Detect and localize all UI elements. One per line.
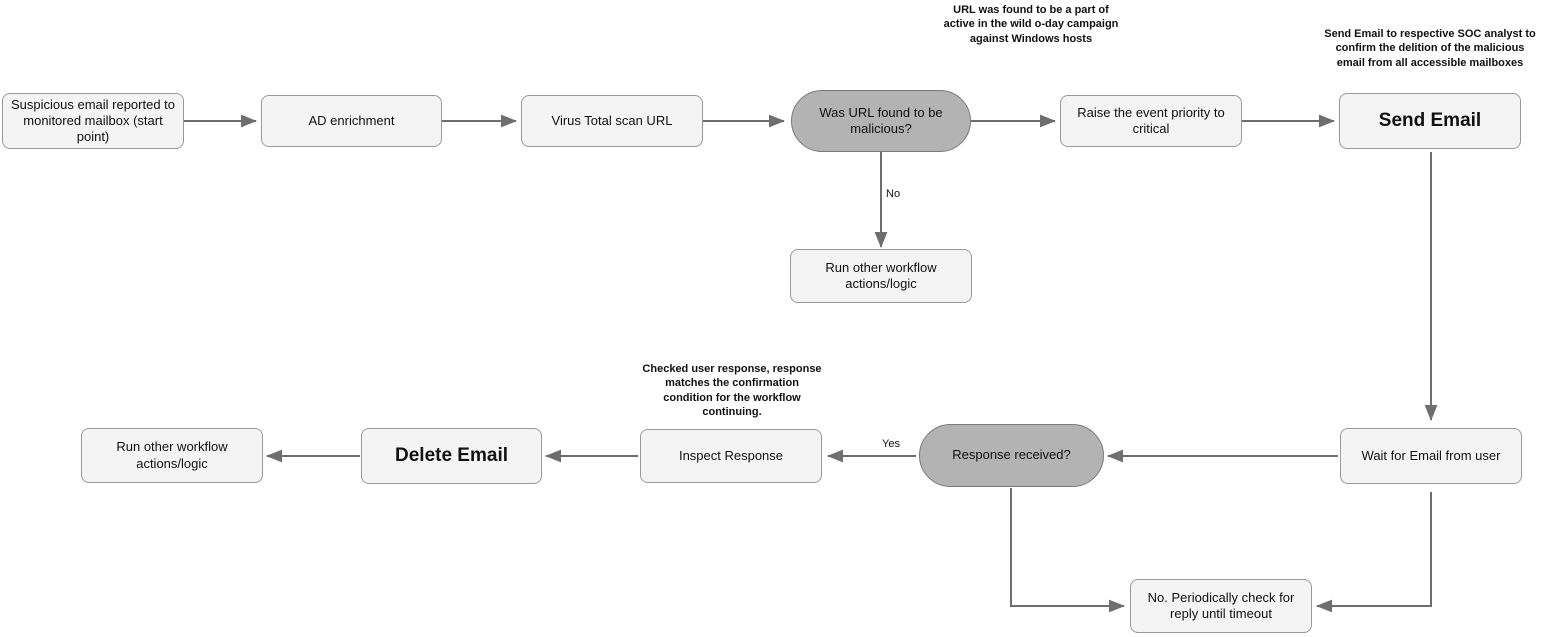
node-run-other-workflow-2[interactable]: Run other workflow actions/logic [81,428,263,483]
edge-wait-to-periodic [1316,492,1432,613]
node-inspect-response[interactable]: Inspect Response [640,429,822,483]
node-run-other-workflow-2-label: Run other workflow actions/logic [116,439,228,471]
node-url-malicious-decision[interactable]: Was URL found to be malicious? [791,90,971,152]
node-inspect-response-label: Inspect Response [678,447,784,463]
node-url-malicious-decision-label: Was URL found to be malicious? [819,104,943,136]
edge-response-no-to-periodic [1010,488,1125,613]
node-periodic-check-label: No. Periodically check for reply until t… [1147,589,1295,621]
note-zeroday-campaign: URL was found to be a part of active in … [943,4,1119,45]
node-send-email-label: Send Email [1378,110,1482,132]
node-send-email[interactable]: Send Email [1339,93,1521,149]
node-raise-priority-label: Raise the event priority to critical [1077,104,1225,136]
node-ad-enrichment[interactable]: AD enrichment [261,95,442,147]
edge-label-yes: Yes [882,438,900,450]
node-delete-email[interactable]: Delete Email [361,428,542,484]
node-delete-email-label: Delete Email [395,445,508,467]
node-raise-priority[interactable]: Raise the event priority to critical [1060,95,1242,147]
node-wait-for-email-label: Wait for Email from user [1361,447,1501,463]
note-soc-analyst: Send Email to respective SOC analyst to … [1324,28,1536,69]
node-start[interactable]: Suspicious email reported to monitored m… [2,93,184,149]
node-periodic-check[interactable]: No. Periodically check for reply until t… [1130,579,1312,633]
node-response-received-decision-label: Response received? [952,447,1071,463]
note-checked-user-response: Checked user response, response matches … [642,363,822,418]
node-virustotal-scan[interactable]: Virus Total scan URL [521,95,703,147]
node-start-label: Suspicious email reported to monitored m… [10,96,176,145]
node-response-received-decision[interactable]: Response received? [919,424,1104,487]
node-virustotal-scan-label: Virus Total scan URL [551,112,673,128]
edge-label-no: No [886,188,901,200]
node-run-other-workflow-1[interactable]: Run other workflow actions/logic [790,249,972,303]
node-ad-enrichment-label: AD enrichment [308,112,395,128]
node-wait-for-email[interactable]: Wait for Email from user [1340,428,1522,484]
node-run-other-workflow-1-label: Run other workflow actions/logic [825,259,937,291]
